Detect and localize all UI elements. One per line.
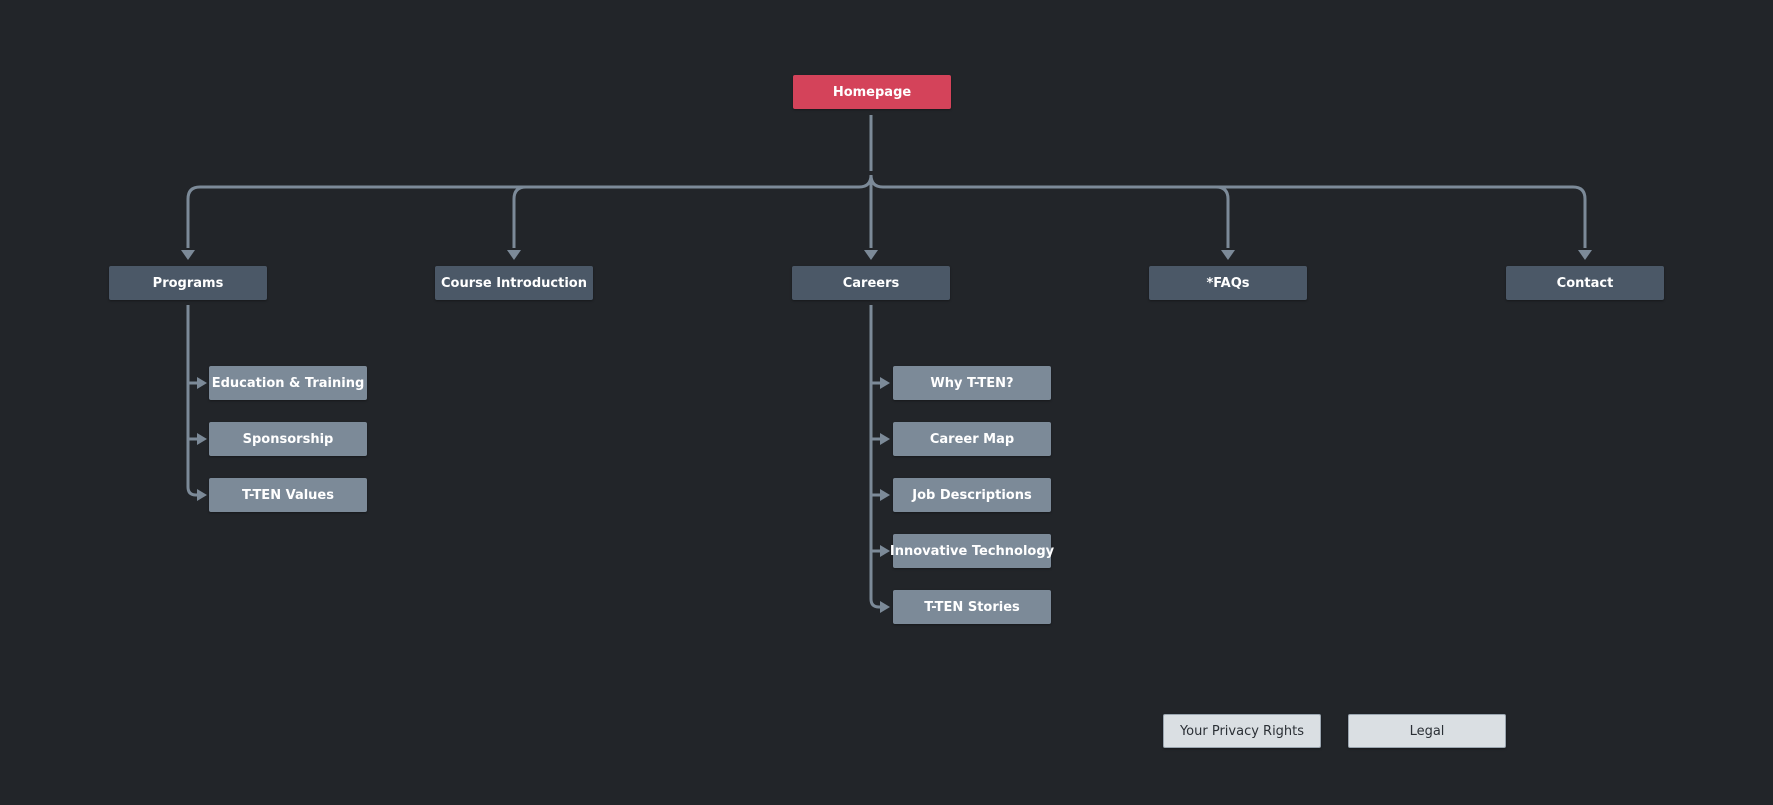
connector-programs-branch xyxy=(186,305,198,497)
node-faqs[interactable]: *FAQs xyxy=(1149,266,1307,300)
node-innovative-technology[interactable]: Innovative Technology xyxy=(890,534,1054,568)
node-tten-stories[interactable]: T-TEN Stories xyxy=(893,590,1051,624)
arrowhead-course-intro xyxy=(507,250,521,260)
arrowhead-tten-values xyxy=(197,489,207,501)
connector-course-intro xyxy=(512,185,527,248)
node-career-map[interactable]: Career Map xyxy=(893,422,1051,456)
connector-bus xyxy=(186,174,1587,248)
arrowhead-contact xyxy=(1578,250,1592,260)
node-tten-values[interactable]: T-TEN Values xyxy=(209,478,367,512)
connector-careers-branch xyxy=(869,305,881,609)
arrowhead-faqs xyxy=(1221,250,1235,260)
node-sponsorship[interactable]: Sponsorship xyxy=(209,422,367,456)
arrowhead-education xyxy=(197,377,207,389)
arrowhead-career-map xyxy=(880,433,890,445)
connector-faqs xyxy=(1215,185,1230,248)
node-course-introduction[interactable]: Course Introduction xyxy=(435,266,593,300)
node-job-descriptions[interactable]: Job Descriptions xyxy=(893,478,1051,512)
privacy-rights-button[interactable]: Your Privacy Rights xyxy=(1163,714,1321,748)
arrowhead-job-descriptions xyxy=(880,489,890,501)
legal-button[interactable]: Legal xyxy=(1348,714,1506,748)
node-why-tten[interactable]: Why T-TEN? xyxy=(893,366,1051,400)
node-contact[interactable]: Contact xyxy=(1506,266,1664,300)
arrowhead-innovative-technology xyxy=(880,545,890,557)
arrowhead-sponsorship xyxy=(197,433,207,445)
arrowhead-tten-stories xyxy=(880,601,890,613)
arrowhead-careers xyxy=(864,250,878,260)
arrowhead-why-tten xyxy=(880,377,890,389)
arrowhead-programs xyxy=(181,250,195,260)
node-programs[interactable]: Programs xyxy=(109,266,267,300)
node-careers[interactable]: Careers xyxy=(792,266,950,300)
node-homepage[interactable]: Homepage xyxy=(793,75,951,109)
node-education-training[interactable]: Education & Training xyxy=(209,366,367,400)
